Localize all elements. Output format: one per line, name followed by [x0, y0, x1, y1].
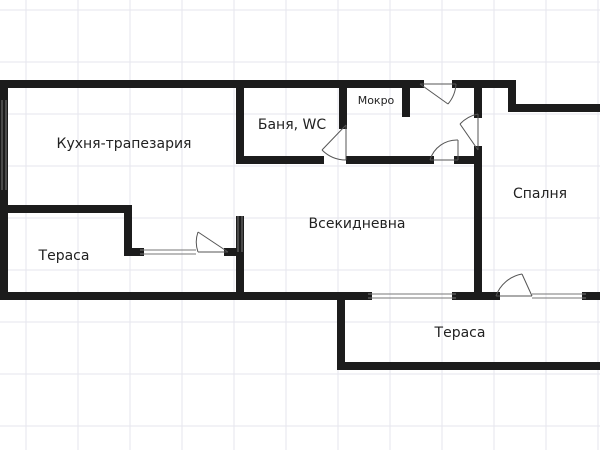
door-bedroom [459, 113, 479, 151]
window-bedroom-bottom [532, 293, 586, 299]
room-label-terrace-bottom: Тераса [434, 325, 486, 341]
window-terrace-left [140, 249, 196, 255]
windows [1, 100, 586, 299]
room-label-bedroom: Спалня [513, 186, 567, 202]
window-living-left [237, 216, 243, 252]
room-label-living: Всекидневна [309, 216, 406, 232]
door-terrace-bottom [495, 273, 533, 297]
door-wet [419, 83, 457, 105]
room-label-terrace-left: Тераса [38, 248, 90, 264]
door-hall-lower [429, 139, 459, 161]
window-living-bottom [368, 293, 456, 299]
door-terrace-left [195, 231, 229, 253]
walls [0, 80, 600, 370]
room-label-kitchen: Кухня-трапезария [57, 136, 192, 152]
room-label-wet: Мокро [358, 94, 395, 107]
door-bathroom [321, 124, 347, 161]
room-label-bathroom: Баня, WC [258, 117, 327, 133]
window-kitchen-left [1, 100, 7, 190]
doors [195, 83, 533, 297]
